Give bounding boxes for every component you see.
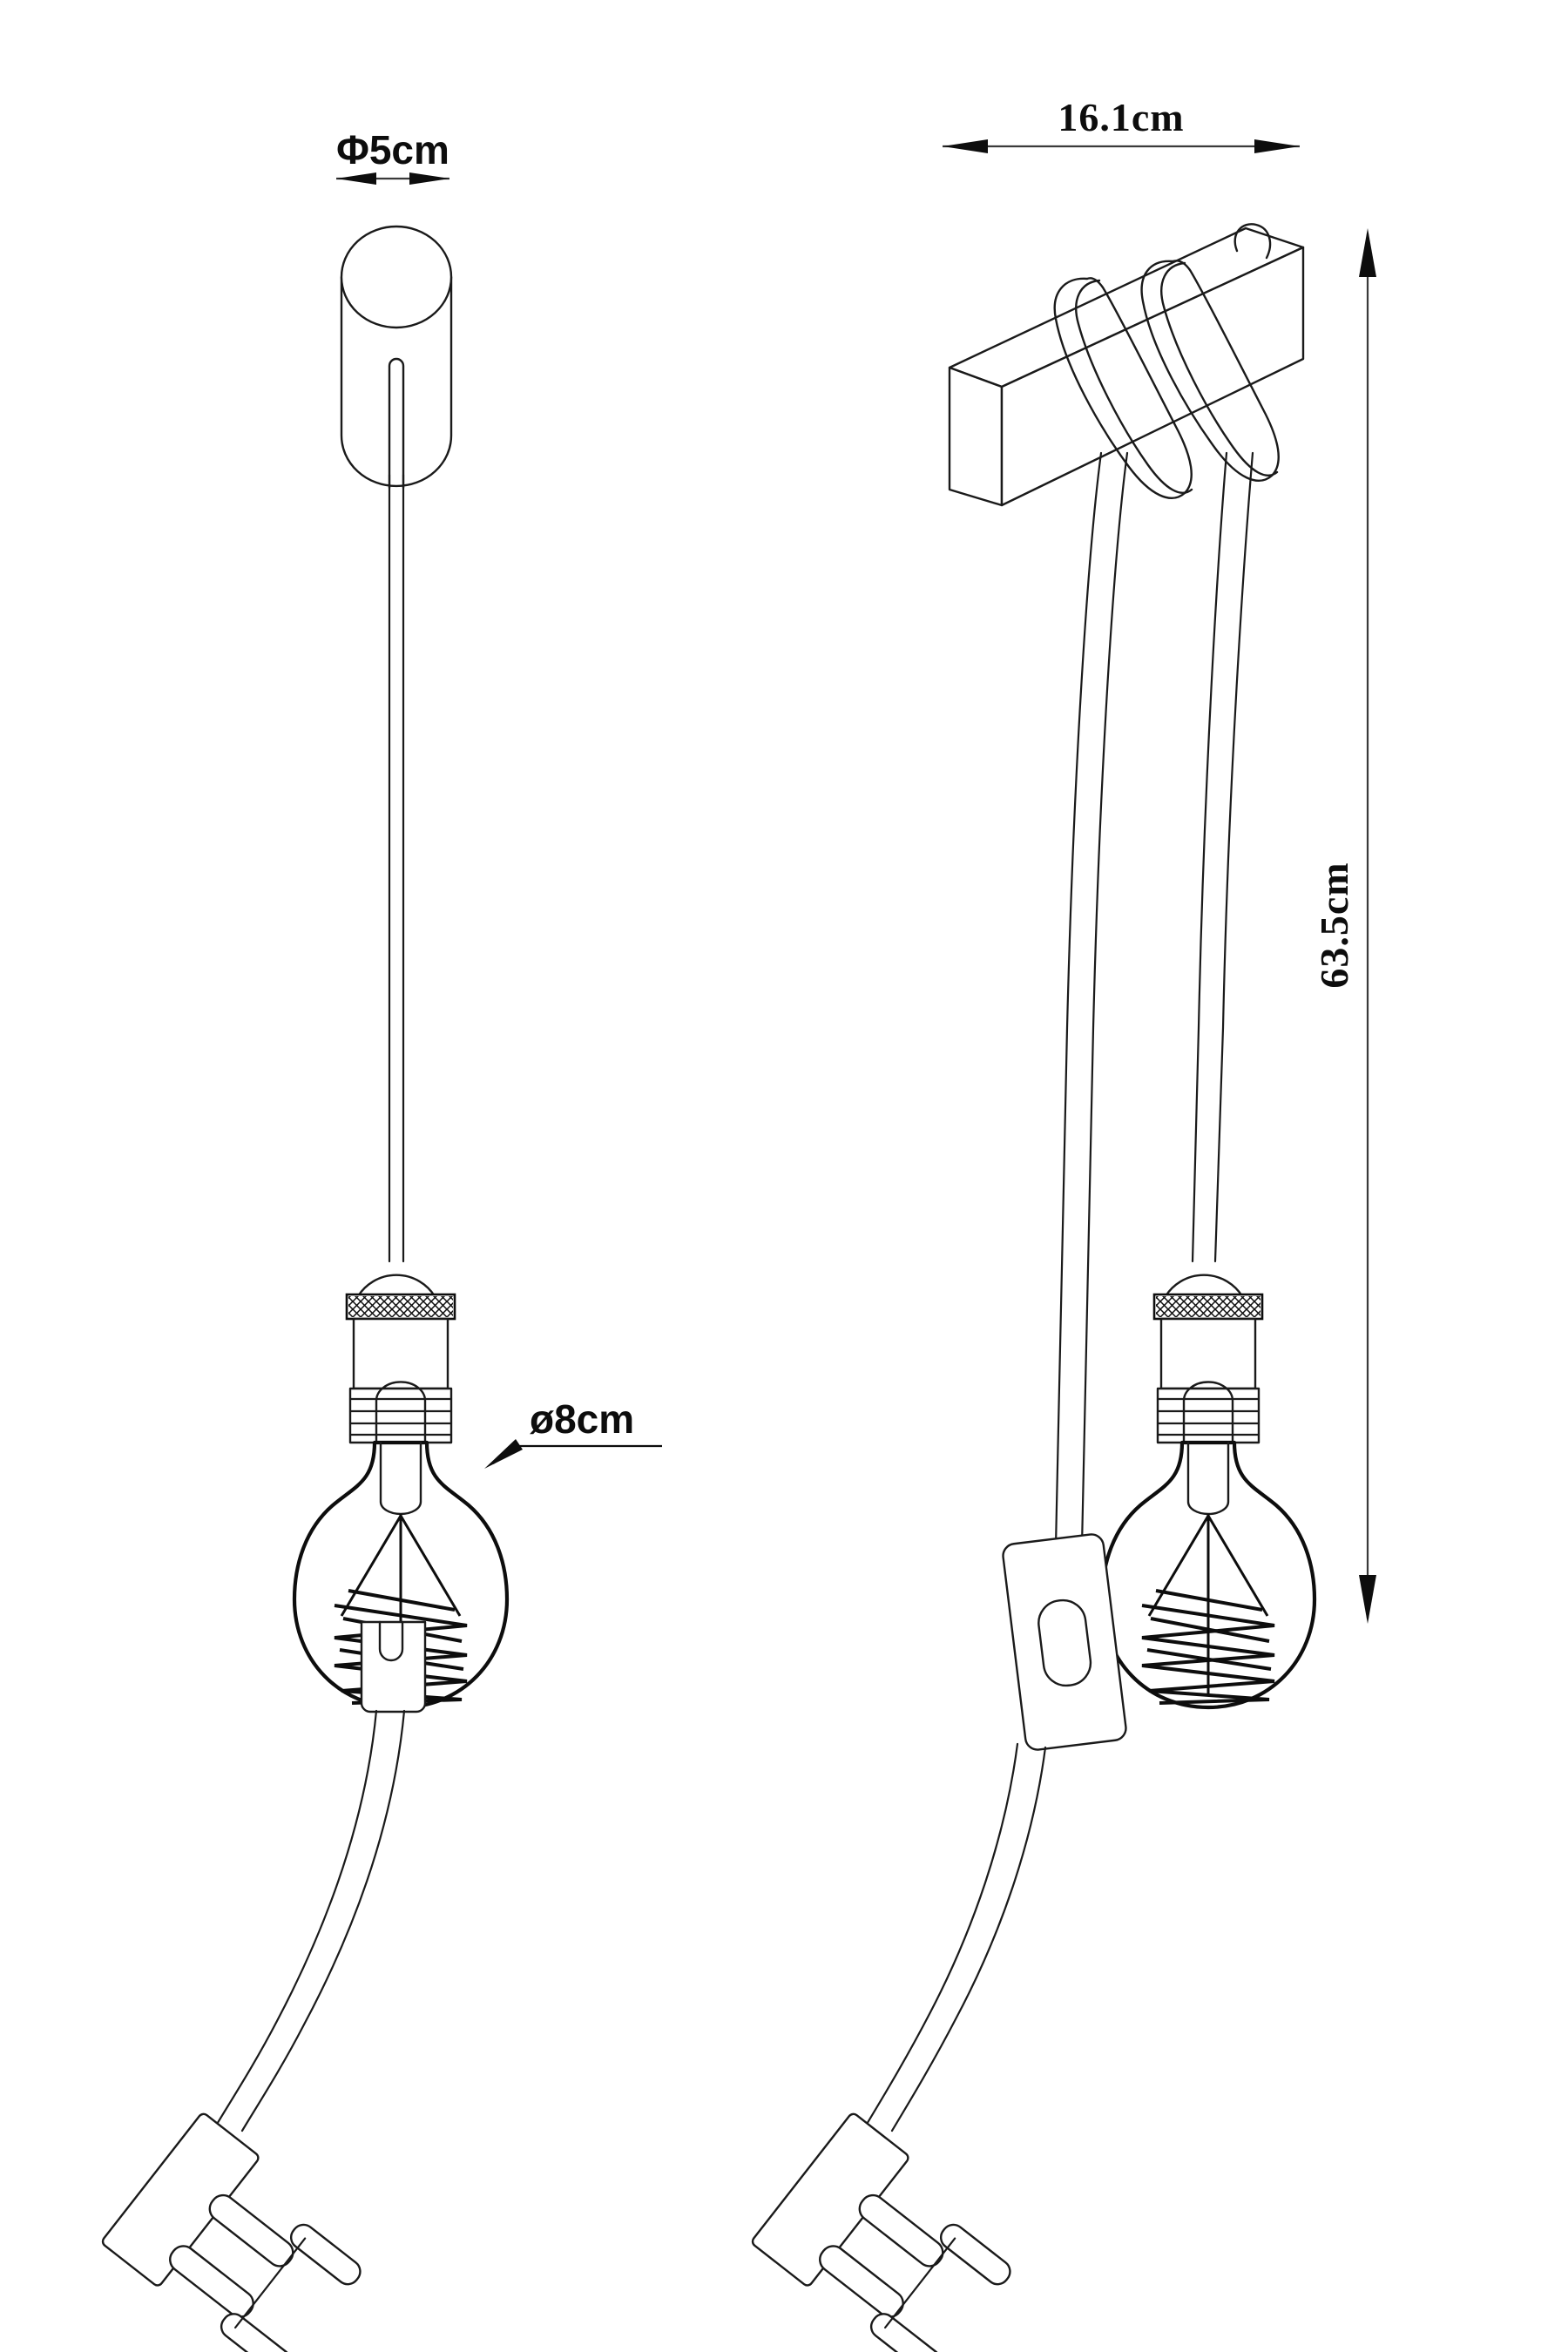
cord-lower-beam — [864, 1742, 1047, 2132]
plug-pin-upper-beam — [858, 2193, 944, 2268]
wrap-loop-inner-right — [1160, 261, 1279, 476]
cord-right-edge-a — [1191, 451, 1228, 1263]
canopy-cord-slot — [388, 357, 405, 490]
switch-rocker-front — [378, 1620, 404, 1662]
inline-switch-front — [360, 1620, 427, 1713]
canopy-top-ellipse — [340, 225, 453, 329]
bulb-stem-press-right — [1186, 1441, 1230, 1516]
ceiling-canopy — [340, 225, 453, 490]
cord-lower-beam-edge-right — [890, 1746, 1047, 2132]
socket-thread-block-right — [1156, 1387, 1260, 1444]
wrap-loop-top-knob — [1233, 223, 1272, 260]
bulb-stem-press — [379, 1441, 422, 1516]
filament-support-wires — [340, 1515, 462, 1617]
plug-pin-joiner-beam — [884, 2237, 956, 2329]
cord-left-edge-a — [1054, 451, 1103, 1548]
socket-barrel — [352, 1317, 449, 1390]
socket-barrel-right — [1159, 1317, 1257, 1390]
dimension-canopy-diameter: Φ5cm — [336, 127, 449, 185]
plug-pin-lower-beam — [819, 2245, 904, 2318]
cord-wrap-loops — [1053, 223, 1280, 499]
dimension-label-drop-height: 63.5cm — [1312, 862, 1356, 988]
globe-bulb-beam — [1099, 1440, 1317, 1710]
plug-pin-joiner-front — [234, 2237, 307, 2329]
dimension-label-canopy-diameter: Φ5cm — [336, 127, 449, 172]
arrowhead-left-reach — [943, 139, 988, 153]
cord-lower-edge-right — [240, 1709, 406, 2132]
dimension-label-bulb-diameter: ø8cm — [530, 1396, 634, 1442]
arrowhead-right-canopy — [409, 172, 449, 185]
arrowhead-right-reach — [1254, 139, 1300, 153]
bulb-base-shoulder-right — [1182, 1381, 1234, 1444]
canopy-body — [340, 275, 453, 488]
lamp-holder-beam — [1152, 1274, 1264, 1444]
plug-pin-extra-upper-beam — [939, 2223, 1011, 2286]
dimension-bulb-diameter: ø8cm — [484, 1396, 662, 1469]
spiral-filament-cross-right — [1146, 1589, 1272, 1671]
switch-rocker-beam — [1037, 1598, 1092, 1687]
arrowhead-bottom-drop — [1359, 1575, 1376, 1624]
filament-support-wires-right — [1147, 1515, 1269, 1617]
socket-knurl-hatching-right — [1156, 1296, 1260, 1317]
plug-pin-extra-lower-front — [220, 2313, 292, 2352]
bulb-base-shoulder — [375, 1381, 427, 1444]
power-plug-front — [101, 2112, 362, 2352]
dimension-drop-height: 63.5cm — [1312, 228, 1376, 1624]
socket-knurl-hatching — [348, 1296, 453, 1317]
arrowhead-top-drop — [1359, 228, 1376, 277]
cord-lower-edge-left — [214, 1709, 378, 2127]
spiral-filament-right — [1141, 1604, 1275, 1705]
view-front-elevation: Φ5cm — [101, 127, 662, 2352]
socket-thread-block — [348, 1387, 453, 1444]
arrowhead-bulb-leader — [484, 1439, 523, 1469]
inline-switch-beam — [1002, 1533, 1127, 1751]
dimension-reach-width: 16.1cm — [943, 95, 1300, 153]
dimension-label-reach-width: 16.1cm — [1058, 95, 1184, 139]
cord-upper-front — [388, 473, 405, 1263]
cord-hanging-pair — [1054, 451, 1254, 1548]
cord-lower-beam-edge-left — [864, 1742, 1019, 2127]
cord-lower-front — [214, 1709, 406, 2132]
cord-left-edge-b — [1080, 451, 1129, 1548]
beam-left-end-face — [948, 366, 1004, 507]
plug-pin-extra-upper-front — [289, 2223, 362, 2286]
wrap-loop-inner-left — [1075, 279, 1193, 494]
switch-body-front — [360, 1620, 427, 1713]
plug-pin-lower-front — [169, 2245, 254, 2318]
plug-body-front — [101, 2112, 260, 2287]
lamp-holder-front — [345, 1274, 456, 1444]
cord-right-edge-b — [1213, 451, 1254, 1263]
plug-pin-upper-front — [208, 2193, 294, 2268]
arrowhead-left-canopy — [336, 172, 376, 185]
power-plug-beam — [751, 2112, 1011, 2352]
plug-pin-extra-lower-beam — [869, 2313, 942, 2352]
view-beam-mounted: 16.1cm 63.5cm — [751, 95, 1376, 2352]
plug-body-beam — [751, 2112, 909, 2287]
mounting-beam — [948, 226, 1305, 507]
